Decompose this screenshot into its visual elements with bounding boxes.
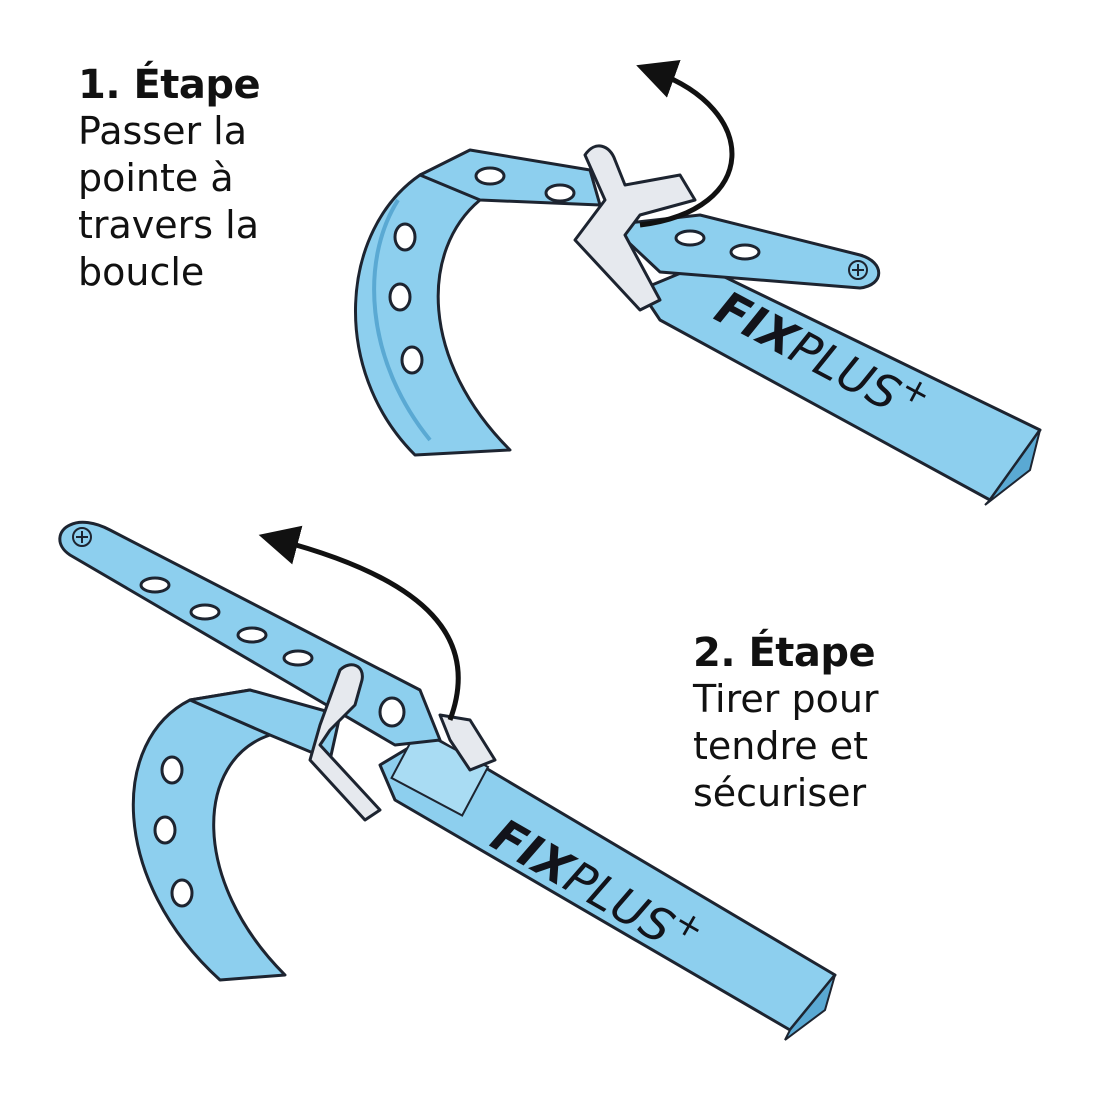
step1-description: Passer la pointe à travers la boucle: [78, 109, 260, 294]
curved-arrow-icon: [636, 60, 735, 228]
step1-title: 1. Étape: [78, 62, 261, 108]
step2-title: 2. Étape: [693, 630, 876, 676]
strap-hole: [474, 166, 506, 186]
strap-hole: [189, 603, 221, 621]
curved-arrow-icon: [258, 525, 461, 721]
strap-hole: [729, 243, 761, 261]
strap-hole: [236, 626, 268, 644]
strap-hole: [139, 576, 171, 594]
step2-text: 2. Étape Tirer pour tendre et sécuriser: [693, 630, 993, 817]
strap-hole: [400, 345, 424, 375]
strap-hole: [170, 878, 194, 908]
strap-hole: [544, 183, 576, 203]
strap-hole: [378, 696, 406, 728]
strap-hole: [388, 282, 412, 312]
strap-hole: [393, 222, 417, 252]
step2-description: Tirer pour tendre et sécuriser: [693, 677, 879, 815]
step2-strap: FIXPLUS+: [58, 520, 837, 1041]
step1-text: 1. Étape Passer la pointe à travers la b…: [78, 62, 338, 296]
buckle-icon: [308, 663, 382, 822]
strap-hole: [153, 815, 177, 845]
buckle-icon: [573, 144, 697, 312]
strap-hole: [282, 649, 314, 667]
step1-strap: FIXPLUS+: [354, 60, 1042, 506]
strap-hole: [160, 755, 184, 785]
strap-hole: [674, 229, 706, 247]
